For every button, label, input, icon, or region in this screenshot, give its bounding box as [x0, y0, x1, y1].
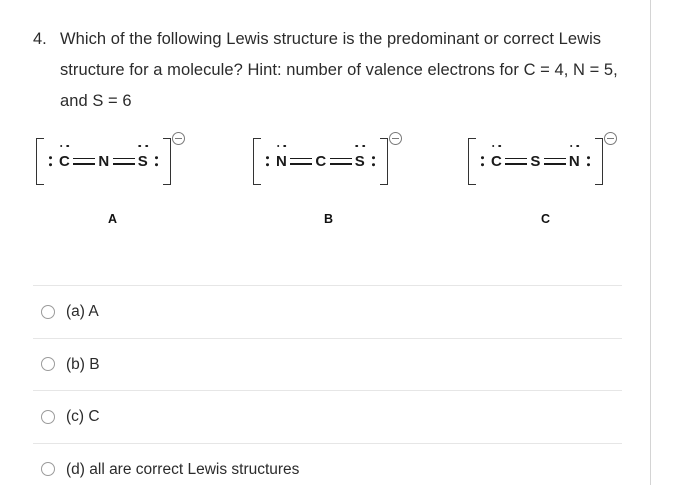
electron-dot: [587, 163, 590, 166]
electron-dot: [284, 145, 287, 148]
option-label: (b) B: [66, 357, 100, 373]
double-bond-icon: [505, 158, 527, 165]
atom-n: N: [568, 138, 581, 185]
atom-symbol: N: [97, 154, 110, 169]
lewis-structures-row: C N S A N C S B C S N C: [0, 130, 651, 240]
electron-dot: [266, 163, 269, 166]
atom-symbol: N: [568, 154, 581, 169]
electron-dot: [355, 145, 358, 148]
negative-one-charge-icon: [389, 132, 402, 145]
atom-symbol: C: [58, 154, 71, 169]
electron-dot: [362, 145, 365, 148]
lone-pair-top-icon: [138, 145, 148, 148]
lone-pair-left-icon: [49, 156, 52, 166]
electron-dot: [570, 145, 573, 148]
electron-dot: [372, 163, 375, 166]
negative-one-charge-icon: [172, 132, 185, 145]
radio-button-icon[interactable]: [41, 357, 55, 371]
electron-dot: [481, 163, 484, 166]
bracket-right-icon: [380, 138, 388, 185]
option-row[interactable]: (b) B: [33, 338, 622, 391]
double-bond-icon: [73, 158, 95, 165]
electron-dot: [49, 163, 52, 166]
lone-pair-left-icon: [266, 156, 269, 166]
electron-dot: [155, 156, 158, 159]
lone-pair-left-icon: [481, 156, 484, 166]
atom-n: N: [97, 138, 110, 185]
electron-dot: [60, 145, 63, 148]
structure-label: A: [108, 212, 117, 226]
electron-dot: [155, 163, 158, 166]
atom-symbol: C: [314, 154, 327, 169]
electron-dot: [481, 156, 484, 159]
lone-pair-top-icon: [570, 145, 580, 148]
bracket-left-icon: [253, 138, 261, 185]
option-label: (a) A: [66, 304, 99, 320]
bracket-left-icon: [468, 138, 476, 185]
atom-symbol: S: [529, 154, 542, 169]
structure-label: B: [324, 212, 333, 226]
question-number: 4.: [33, 24, 60, 55]
question-text: Which of the following Lewis structure i…: [60, 24, 633, 117]
electron-dot: [266, 156, 269, 159]
electron-dot: [67, 145, 70, 148]
electron-dot: [492, 145, 495, 148]
electron-dot: [277, 145, 280, 148]
lone-pair-right-icon: [372, 156, 375, 166]
radio-button-icon[interactable]: [41, 305, 55, 319]
atom-c: C: [58, 138, 71, 185]
atom-n: N: [275, 138, 288, 185]
atom-symbol: S: [137, 154, 150, 169]
option-row[interactable]: (c) C: [33, 390, 622, 443]
atom-s: S: [529, 138, 542, 185]
structure-label: C: [541, 212, 550, 226]
radio-button-icon[interactable]: [41, 410, 55, 424]
option-row[interactable]: (a) A: [33, 285, 622, 338]
double-bond-icon: [544, 158, 566, 165]
lone-pair-top-icon: [355, 145, 365, 148]
bracket-left-icon: [36, 138, 44, 185]
atom-s: S: [354, 138, 367, 185]
atom-c: C: [314, 138, 327, 185]
lone-pair-top-icon: [277, 145, 287, 148]
atom-symbol: S: [354, 154, 367, 169]
bracket-right-icon: [595, 138, 603, 185]
electron-dot: [372, 156, 375, 159]
option-label: (c) C: [66, 409, 100, 425]
electron-dot: [577, 145, 580, 148]
lone-pair-top-icon: [492, 145, 502, 148]
electron-dot: [49, 156, 52, 159]
lone-pair-top-icon: [60, 145, 70, 148]
double-bond-icon: [113, 158, 135, 165]
double-bond-icon: [330, 158, 352, 165]
atom-s: S: [137, 138, 150, 185]
bracket-right-icon: [163, 138, 171, 185]
atom-c: C: [490, 138, 503, 185]
electron-dot: [138, 145, 141, 148]
answer-options-list: (a) A (b) B (c) C (d) all are correct Lewis…: [33, 285, 622, 495]
electron-dot: [587, 156, 590, 159]
radio-button-icon[interactable]: [41, 462, 55, 476]
electron-dot: [145, 145, 148, 148]
option-row[interactable]: (d) all are correct Lewis structures: [33, 443, 622, 495]
atom-symbol: N: [275, 154, 288, 169]
question-block: 4. Which of the following Lewis structur…: [33, 24, 633, 117]
question-content: 4. Which of the following Lewis structur…: [0, 0, 651, 485]
lone-pair-right-icon: [155, 156, 158, 166]
lone-pair-right-icon: [587, 156, 590, 166]
negative-one-charge-icon: [604, 132, 617, 145]
option-label: (d) all are correct Lewis structures: [66, 462, 299, 478]
electron-dot: [499, 145, 502, 148]
double-bond-icon: [290, 158, 312, 165]
atom-symbol: C: [490, 154, 503, 169]
